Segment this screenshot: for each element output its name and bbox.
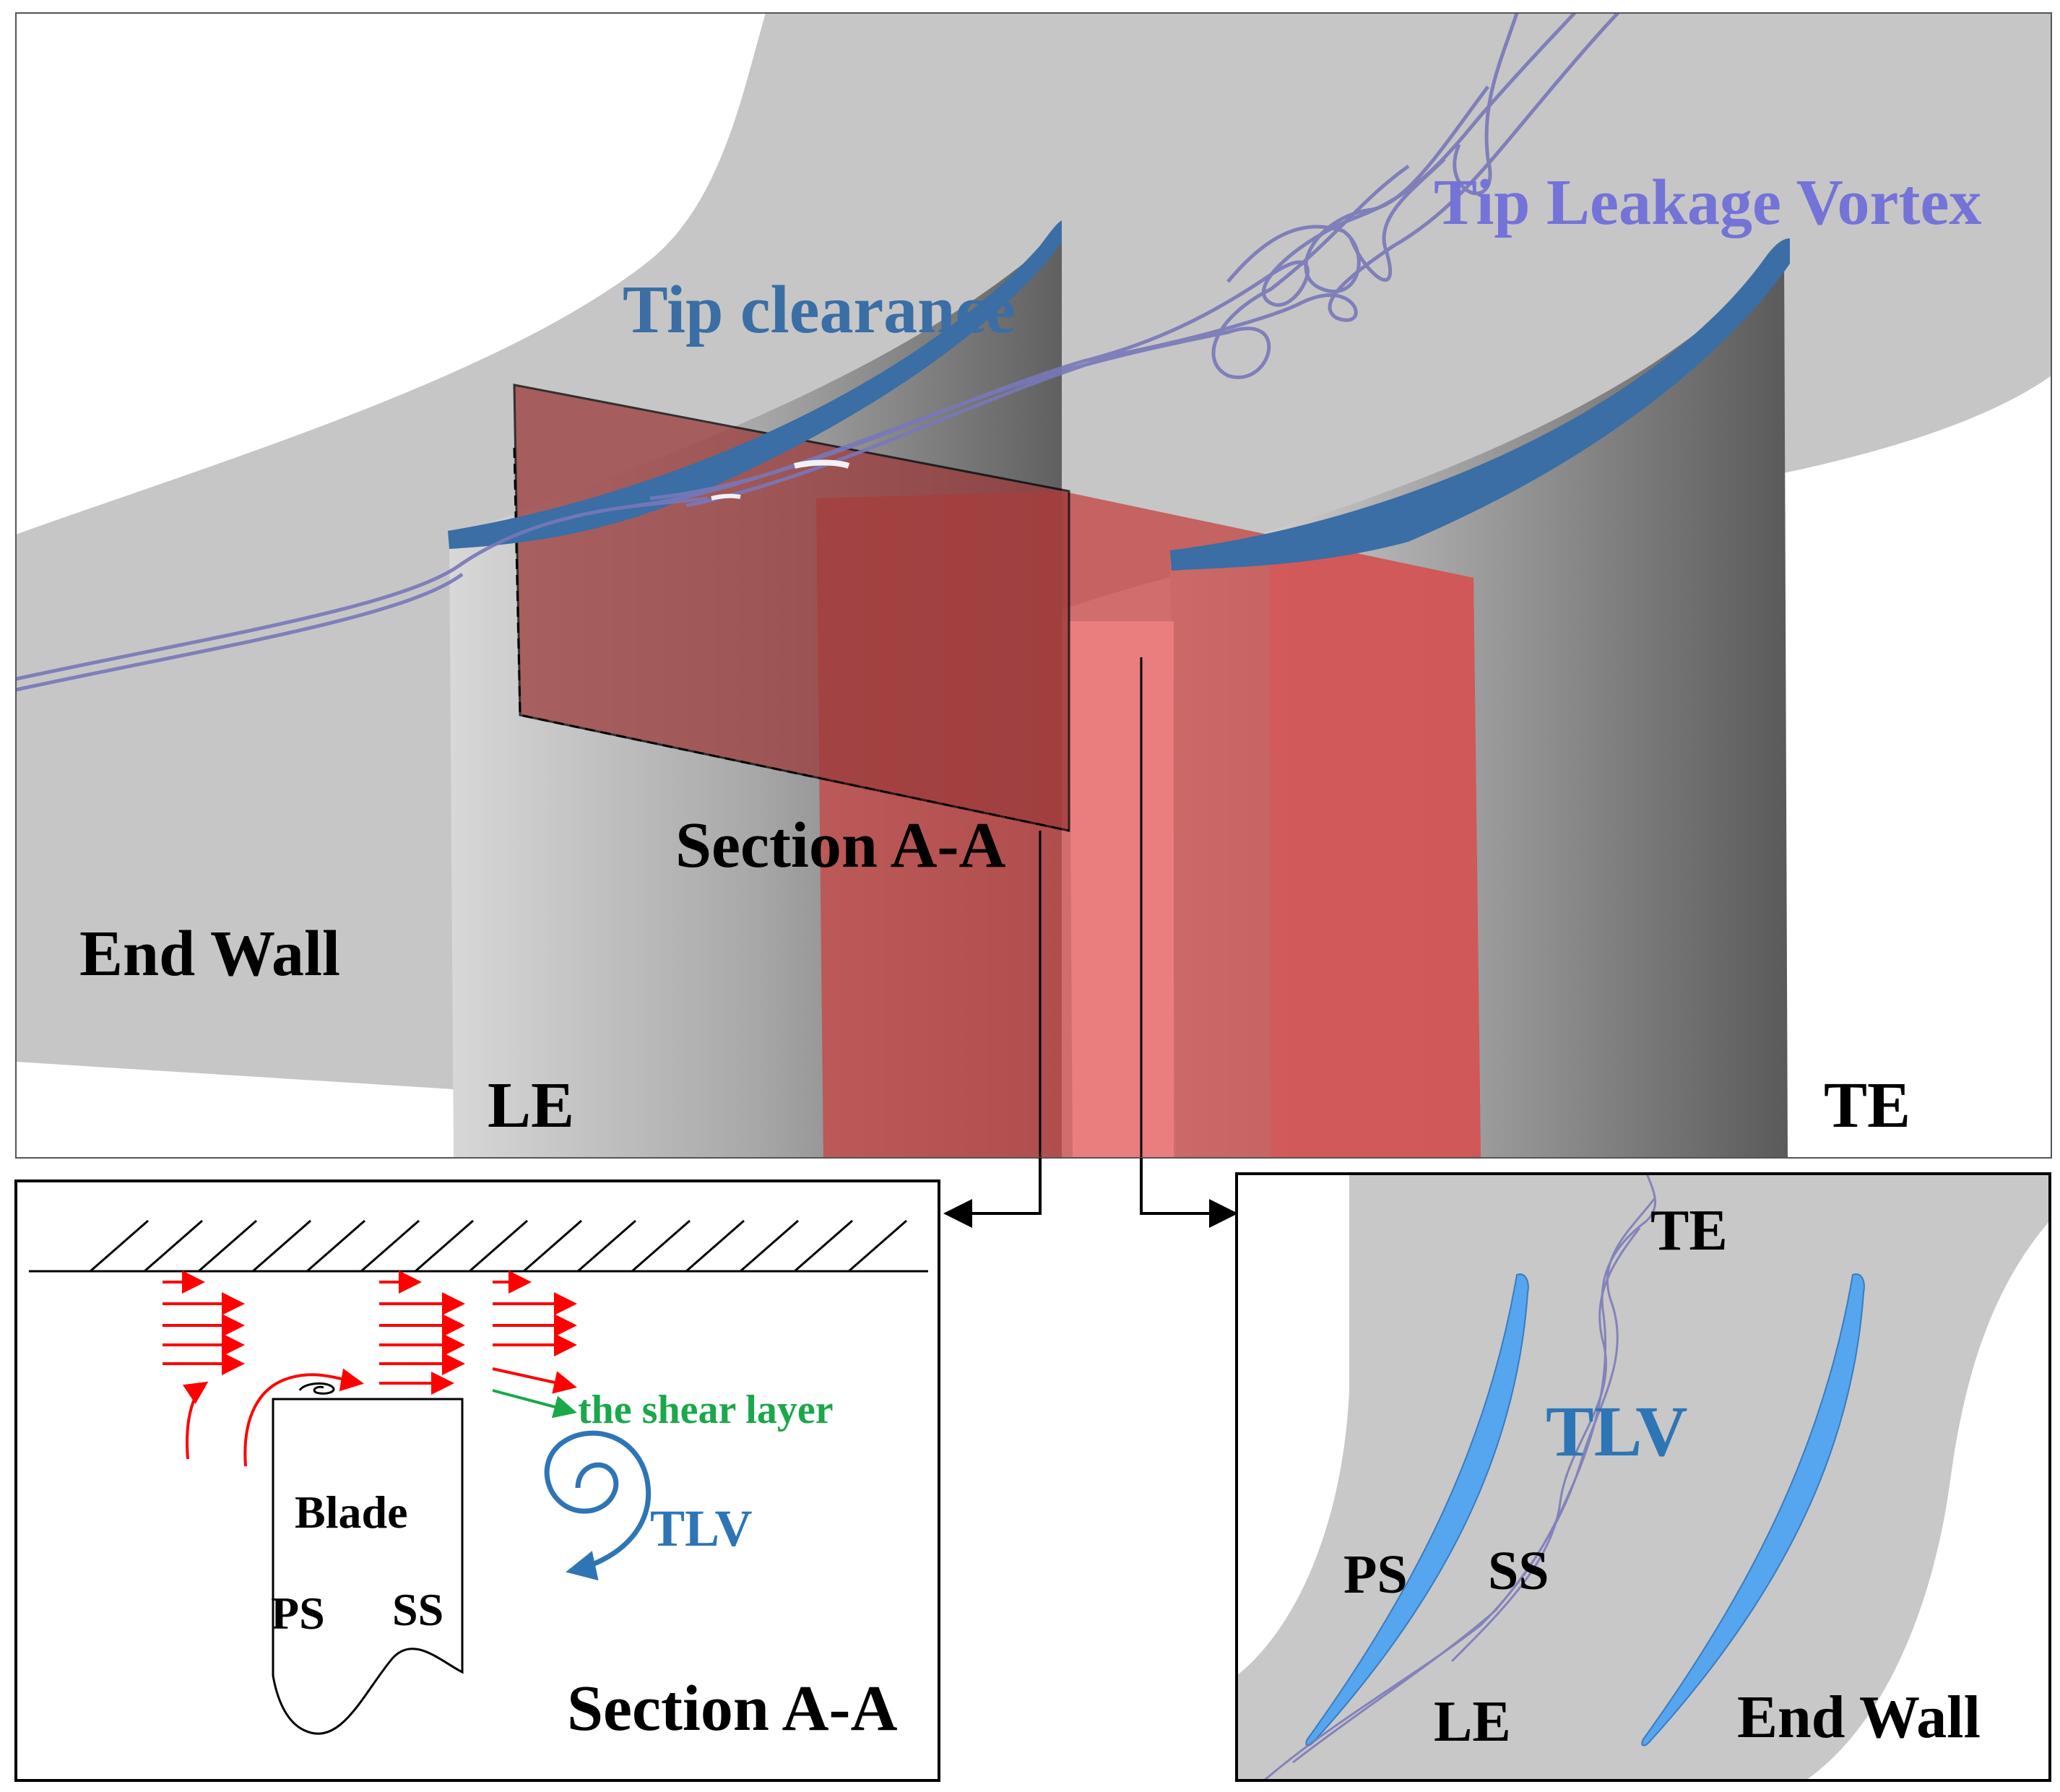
te-label-right: TE <box>1650 1199 1728 1263</box>
te-label-top: TE <box>1824 1070 1910 1141</box>
section-plane-right <box>1270 536 1481 1158</box>
top-panel-frame <box>15 12 2052 1159</box>
blade-section-outline <box>272 1398 464 1735</box>
blade-2-tip-clearance <box>1170 238 1790 571</box>
tlv-streamlines-topview <box>1263 1174 1657 1780</box>
tlv-label-left: TLV <box>650 1499 752 1557</box>
casing-hatching <box>90 1219 907 1273</box>
ps-label-right: PS <box>1343 1544 1408 1605</box>
tip-leakage-vortex-streamlines <box>16 13 1619 692</box>
blade-label: Blade <box>295 1486 407 1538</box>
end-wall-label-top: End Wall <box>79 918 340 990</box>
top-view-panel: TE TLV PS SS LE End Wall <box>1235 1172 2051 1782</box>
tip-leakage-vortex-label: Tip Leakage Vortex <box>1434 167 1981 238</box>
ps-label-left: PS <box>271 1588 325 1639</box>
vortex-core-highlight-2 <box>711 493 741 501</box>
shear-layer-arrow <box>492 1389 577 1419</box>
ss-label-left: SS <box>392 1584 443 1635</box>
le-label-right: LE <box>1434 1690 1511 1754</box>
section-plane-light <box>1069 621 1174 1158</box>
shear-layer-label: the shear layer <box>578 1388 834 1432</box>
connector-to-section-panel <box>943 1158 1042 1228</box>
connector-to-topview-panel <box>1140 1158 1238 1228</box>
leakage-flow-arrows <box>182 1368 364 1467</box>
tlv-label-right: TLV <box>1546 1391 1687 1471</box>
vortex-core-highlight <box>794 459 850 469</box>
section-aa-panel: the shear layer Blade PS SS TLV Section … <box>14 1179 940 1782</box>
top-view-panel-frame <box>1235 1172 2051 1782</box>
tip-separation-vortex <box>298 1382 335 1395</box>
section-aa-label-top: Section A-A <box>675 810 1005 881</box>
le-label-top: LE <box>488 1070 574 1141</box>
tlv-spiral <box>544 1430 652 1581</box>
tip-clearance-label: Tip clearance <box>623 272 1016 347</box>
top-panel-3d-view <box>16 13 2051 1158</box>
section-aa-label-bottom: Section A-A <box>567 1673 897 1744</box>
velocity-profile-arrows <box>163 1271 577 1395</box>
end-wall-label-right: End Wall <box>1737 1684 1981 1751</box>
blade-2-profile <box>1641 1273 1865 1746</box>
ss-label-right: SS <box>1488 1541 1549 1601</box>
